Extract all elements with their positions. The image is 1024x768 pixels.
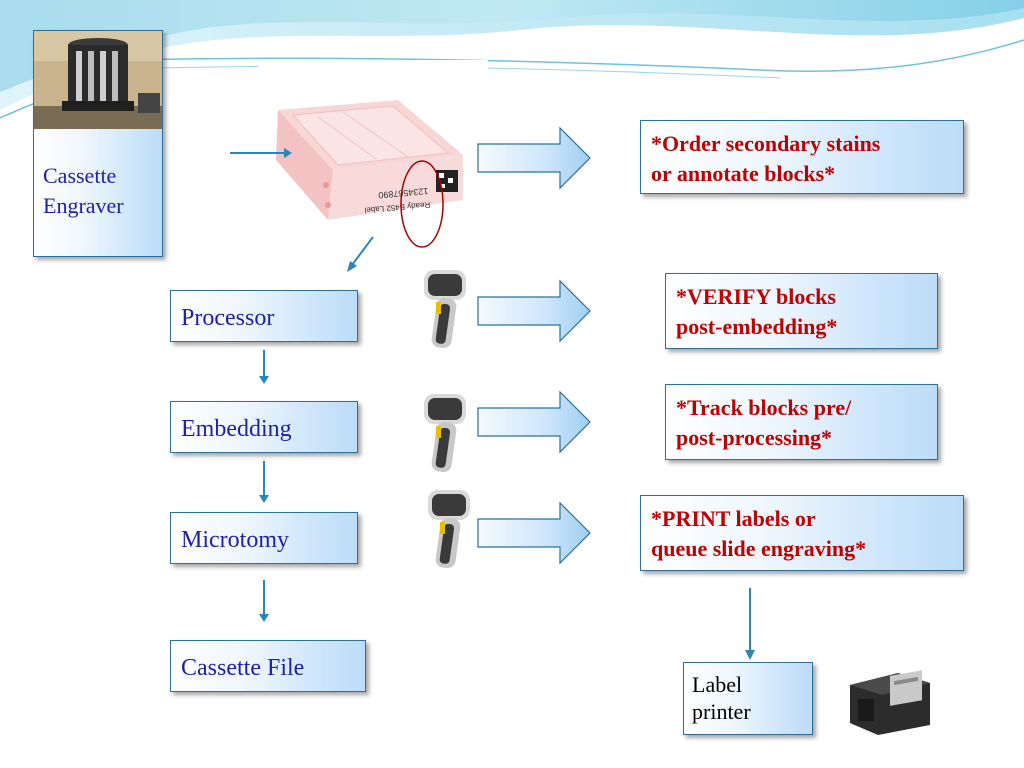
block-arrow-right [477,279,591,343]
action-verify-blocks-box: *VERIFY blocks post-embedding* [665,273,938,349]
cassette-engraver-photo [34,31,162,129]
step-cassette-file-label: Cassette File [181,655,305,681]
action-text-line: *Track blocks pre/ [676,395,852,420]
cassette-tray-photo: 1234567890 Ready B452 Label [258,60,488,255]
label-printer-text-line: printer [692,699,751,724]
engraver-label-line: Engraver [43,193,124,218]
action-text-line: queue slide engraving* [651,536,867,561]
barcode-scanner-icon [424,270,466,349]
engraver-label-line: Cassette [43,163,117,188]
engraver-to-tray-connector [230,148,292,158]
embedding-to-microtomy-connector [259,461,269,503]
step-embedding-label: Embedding [181,416,292,442]
action-text-line: *Order secondary stains [651,131,881,156]
step-processor-box: Processor [170,290,358,342]
action-print-labels-box: *PRINT labels or queue slide engraving* [640,495,964,571]
action-text-line: or annotate blocks* [651,161,836,186]
label-printer-text-line: Label [692,672,743,697]
processor-to-embedding-connector [259,350,269,384]
tray-to-processor-connector [347,236,374,272]
block-arrow-right [477,126,591,190]
step-microtomy-label: Microtomy [181,527,289,553]
block-arrow-right [477,501,591,565]
step-microtomy-box: Microtomy [170,512,358,564]
action-order-stains-box: *Order secondary stains or annotate bloc… [640,120,964,194]
action-track-blocks-box: *Track blocks pre/ post-processing* [665,384,938,460]
barcode-highlight-circle [400,160,444,248]
action-text-line: post-embedding* [676,314,838,339]
microtomy-to-cassette-file-connector [259,580,269,622]
step-processor-label: Processor [181,305,275,331]
cassette-engraver-box: Cassette Engraver [33,30,163,257]
step-cassette-file-box: Cassette File [170,640,366,692]
print-to-label-printer-connector [745,588,755,660]
action-text-line: *VERIFY blocks [676,284,836,309]
block-arrow-right [477,390,591,454]
label-printer-box: Label printer [683,662,813,735]
barcode-scanner-icon [428,490,470,569]
label-printer-photo [838,655,938,737]
action-text-line: post-processing* [676,425,833,450]
action-text-line: *PRINT labels or [651,506,816,531]
step-embedding-box: Embedding [170,401,358,453]
barcode-scanner-icon [424,394,466,473]
tray-number-text: 1234567890 [378,186,429,200]
